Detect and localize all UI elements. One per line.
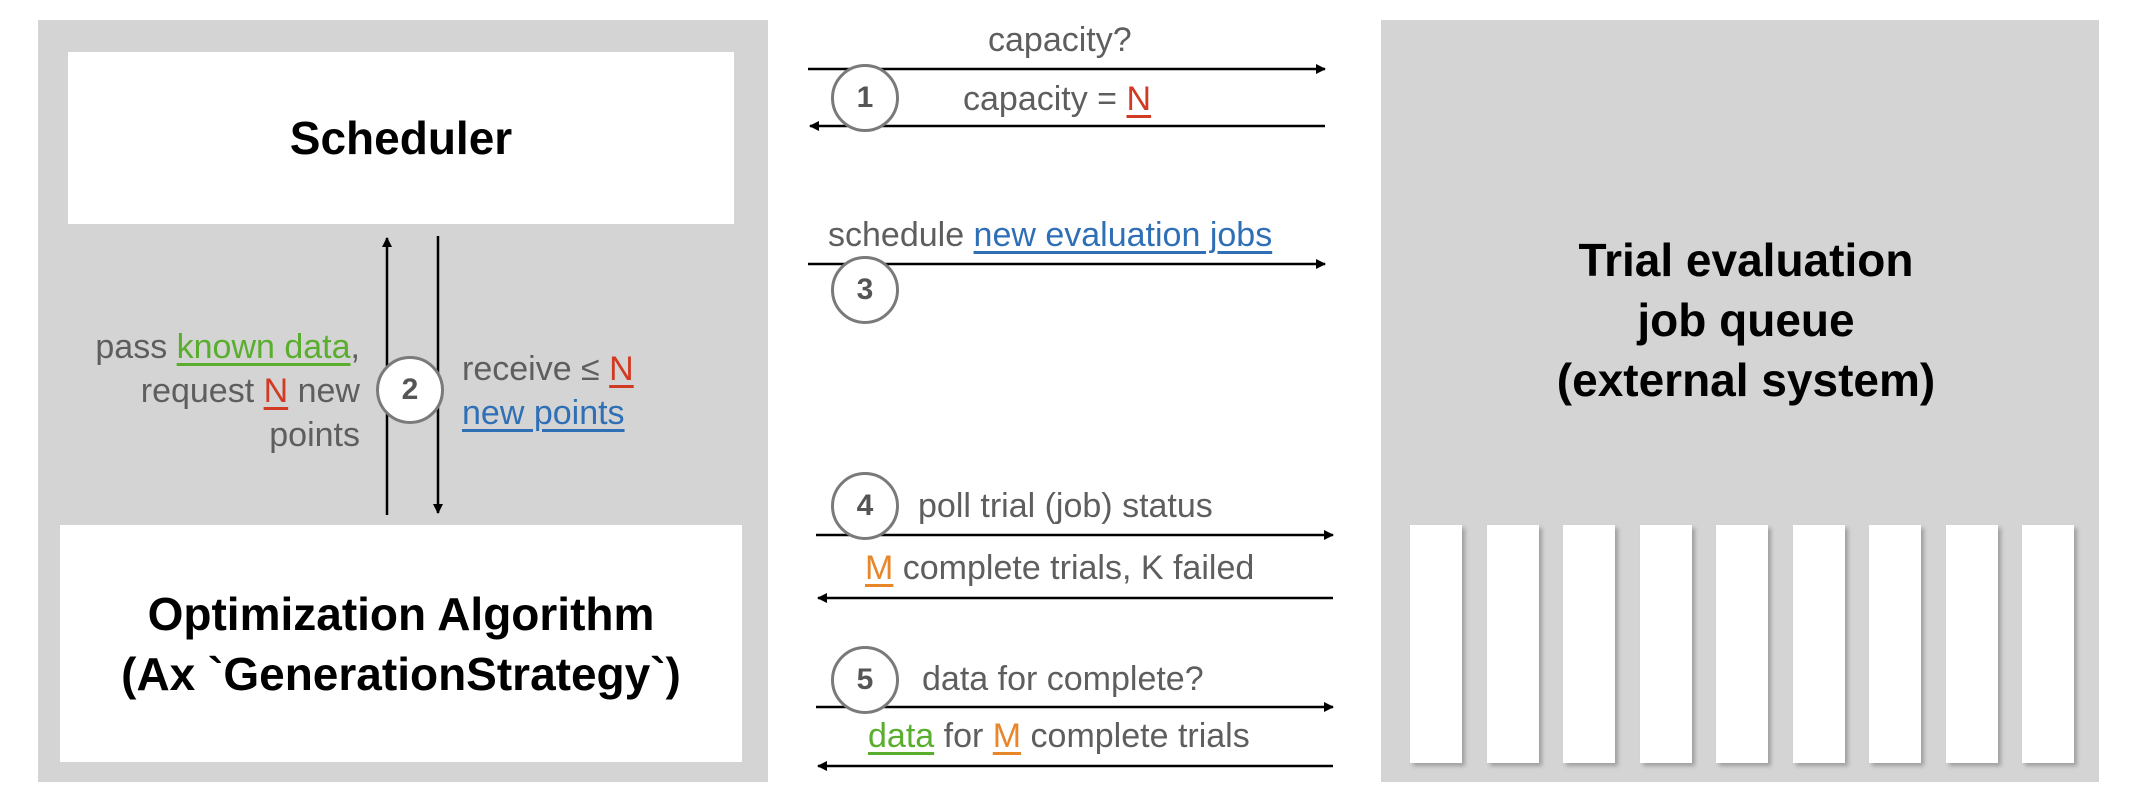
scheduler-box: Scheduler: [68, 52, 734, 224]
optimizer-box: Optimization Algorithm (Ax `GenerationSt…: [60, 525, 742, 762]
step5-back-label: data for M complete trials: [868, 717, 1250, 755]
queue-title-line2: job queue: [1637, 294, 1855, 346]
job-slot: [1945, 525, 1998, 763]
queue-title: Trial evaluation job queue (external sys…: [1521, 230, 1971, 410]
m-variable: M: [992, 717, 1022, 755]
queue-title-line1: Trial evaluation: [1578, 234, 1914, 286]
m-variable: M: [865, 549, 894, 587]
job-slot: [1410, 525, 1462, 763]
job-slot: [1869, 525, 1921, 763]
step5-circle: 5: [831, 646, 899, 714]
job-slot: [1639, 525, 1692, 763]
step2-left-line1: pass known data,: [95, 328, 360, 366]
queue-title-line3: (external system): [1556, 354, 1936, 406]
step5-out-label: data for complete?: [922, 660, 1204, 698]
job-slot: [1563, 525, 1615, 763]
step2-right-line1: receive ≤ N: [462, 350, 634, 388]
job-slot: [1486, 525, 1539, 763]
step4-out-label: poll trial (job) status: [918, 487, 1213, 525]
step2-right-line2: new points: [462, 391, 634, 435]
step3-circle: 3: [831, 256, 899, 324]
new-evaluation-jobs-link: new evaluation jobs: [973, 216, 1273, 254]
step2-left-line2: request N new: [140, 372, 360, 410]
n-variable: N: [263, 372, 289, 410]
step2-left-label: pass known data, request N new points: [60, 325, 360, 457]
step1-back-label: capacity = N: [963, 80, 1152, 118]
optimizer-title-line1: Optimization Algorithm: [147, 587, 655, 640]
job-slot: [2022, 525, 2074, 763]
step2-left-line3: points: [269, 416, 360, 454]
known-data-link: known data: [176, 328, 351, 366]
step3-label: schedule new evaluation jobs: [828, 216, 1273, 254]
n-variable: N: [1126, 80, 1152, 118]
step1-circle: 1: [831, 64, 899, 132]
step2-right-label: receive ≤ N new points: [462, 347, 634, 435]
job-slot: [1792, 525, 1845, 763]
job-slot: [1716, 525, 1768, 763]
optimizer-title-line2: (Ax `GenerationStrategy`): [121, 647, 681, 700]
step2-circle: 2: [376, 356, 444, 424]
scheduler-title: Scheduler: [289, 112, 513, 164]
n-variable: N: [609, 350, 634, 388]
new-points-link: new points: [462, 394, 625, 432]
step4-back-label: M complete trials, K failed: [865, 549, 1255, 587]
step1-out-label: capacity?: [988, 21, 1132, 59]
step4-circle: 4: [831, 472, 899, 540]
data-link: data: [868, 717, 935, 755]
